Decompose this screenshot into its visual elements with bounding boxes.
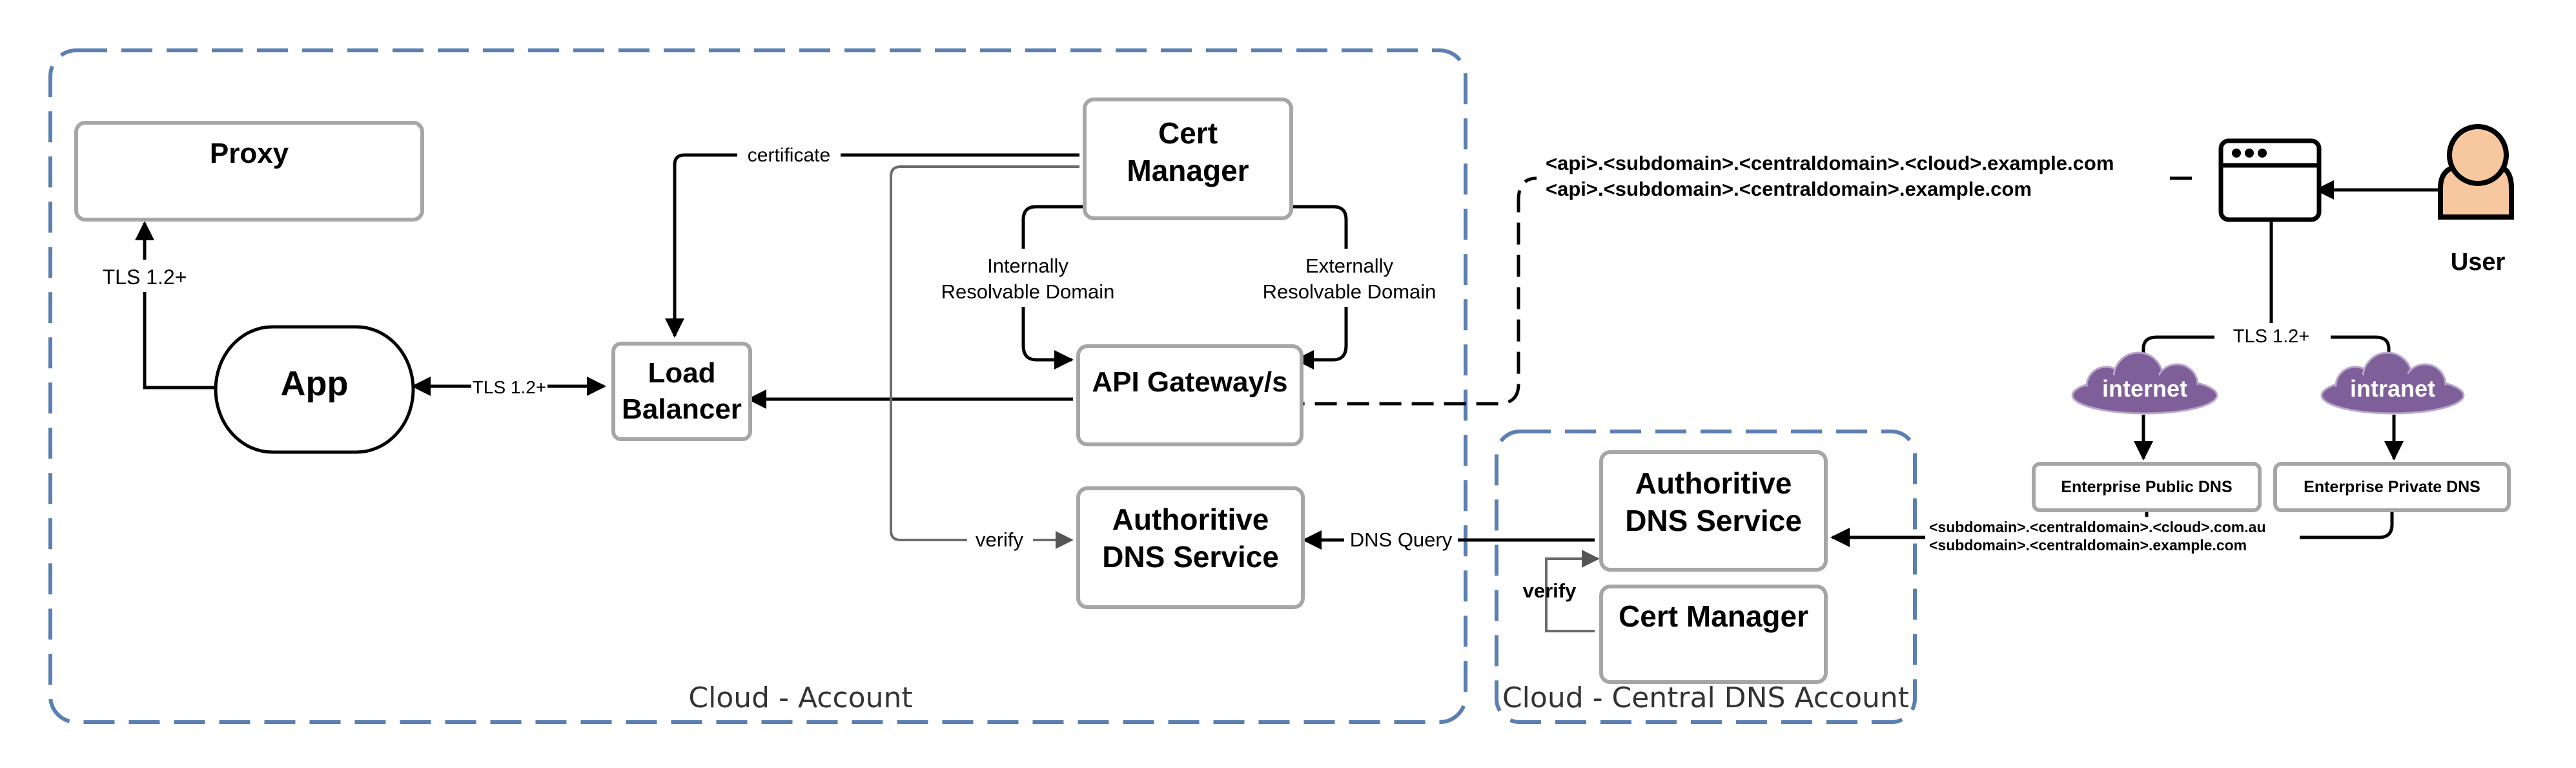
api-domain-1-label: <api>.<subdomain>.<centraldomain>.<cloud…: [1546, 152, 2114, 174]
central-cert-manager-label: Cert Manager: [1619, 599, 1808, 633]
cloud-account-container: Cloud - Account: [48, 48, 1467, 724]
cert-manager-label-2: Manager: [1127, 154, 1249, 187]
central-authoritative-dns-label-1: Authoritive: [1635, 466, 1792, 500]
externally-label-1: Externally: [1305, 254, 1394, 277]
tls-proxy-label: TLS 1.2+: [103, 265, 187, 289]
app-to-proxy-connector: [135, 221, 222, 389]
proxy-node: Proxy: [74, 121, 424, 222]
authoritative-dns-label-2: DNS Service: [1102, 540, 1279, 574]
enterprise-public-dns-label: Enterprise Public DNS: [2061, 478, 2232, 496]
verify-label: verify: [976, 528, 1024, 551]
api-gateway-label: API Gateway/s: [1092, 366, 1287, 398]
dns-query-label: DNS Query: [1350, 528, 1453, 551]
load-balancer-label-1: Load: [648, 357, 715, 389]
cloud-account-label: Cloud - Account: [688, 681, 912, 714]
central-verify-label: verify: [1523, 579, 1577, 602]
user-icon: [2438, 124, 2514, 220]
intranet-label: intranet: [2350, 375, 2435, 402]
internet-cloud-icon: internet: [2071, 351, 2218, 415]
central-dns-account-label: Cloud - Central DNS Account: [1502, 681, 1909, 714]
user-label: User: [2451, 249, 2506, 276]
app-node: App: [214, 325, 415, 454]
enterprise-private-dns-label: Enterprise Private DNS: [2304, 478, 2480, 496]
authoritative-dns-label-1: Authoritive: [1112, 503, 1269, 536]
intranet-cloud-icon: intranet: [2320, 351, 2465, 415]
app-label: App: [281, 364, 349, 403]
proxy-label: Proxy: [210, 138, 289, 169]
certificate-connector: [665, 153, 1079, 338]
browser-window-icon: [2218, 138, 2322, 222]
authoritative-dns-node: Authoritive DNS Service: [1076, 486, 1305, 609]
enterprise-private-dns-node: Enterprise Private DNS: [2273, 462, 2511, 512]
tls-app-lb-label: TLS 1.2+: [473, 377, 546, 397]
externally-label-2: Resolvable Domain: [1263, 280, 1436, 303]
internally-label-1: Internally: [987, 254, 1068, 277]
sub-domain-1-label: <subdomain>.<centraldomain>.<cloud>.com.…: [1929, 519, 2266, 535]
load-balancer-label-2: Balancer: [622, 393, 742, 425]
cert-manager-label-1: Cert: [1158, 116, 1218, 150]
central-authoritative-dns-label-2: DNS Service: [1625, 504, 1802, 537]
central-authoritative-dns-node: Authoritive DNS Service: [1599, 450, 1828, 572]
api-gateway-node: API Gateway/s: [1076, 344, 1303, 446]
load-balancer-node: Load Balancer: [611, 342, 752, 441]
api-domain-2-label: <api>.<subdomain>.<centraldomain>.exampl…: [1546, 178, 2032, 200]
edge-labels: TLS 1.2+ TLS 1.2+ certificate Internally…: [97, 141, 2331, 602]
central-cert-manager-node: Cert Manager: [1599, 585, 1828, 684]
enterprise-dns-to-central-connector: [1830, 510, 2394, 547]
internet-label: internet: [2102, 375, 2187, 402]
internally-label-2: Resolvable Domain: [941, 280, 1115, 303]
enterprise-public-dns-node: Enterprise Public DNS: [2032, 462, 2262, 512]
user-to-gateway-connector: [1303, 176, 2192, 406]
certificate-label: certificate: [748, 145, 830, 166]
sub-domain-2-label: <subdomain>.<centraldomain>.example.com: [1929, 537, 2247, 554]
verify-connector: [890, 165, 1079, 549]
cert-manager-node: Cert Manager: [1083, 98, 1293, 220]
central-dns-account-container: Cloud - Central DNS Account: [1495, 430, 1917, 724]
central-verify-connector: [1545, 550, 1600, 632]
tls-user-label: TLS 1.2+: [2233, 326, 2310, 347]
